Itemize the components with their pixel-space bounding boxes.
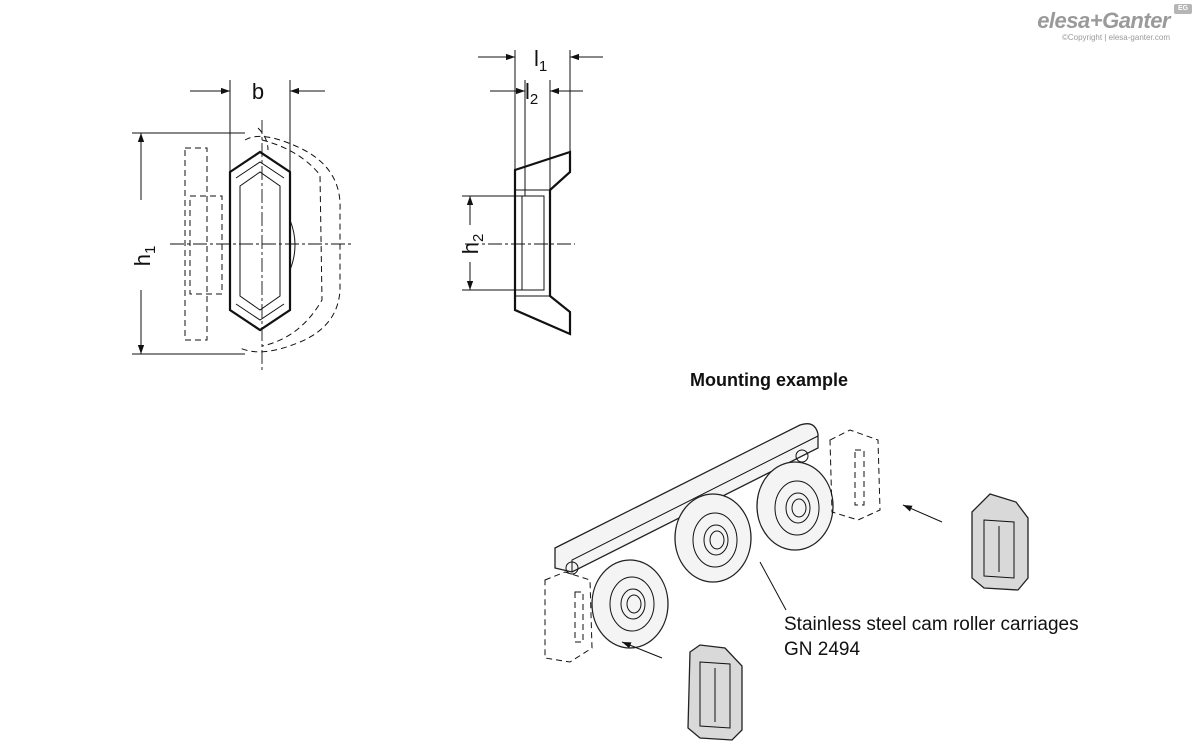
end-piece-dashed-right [829,429,881,521]
end-piece-upper [971,493,1029,591]
insert-arrow-left [621,641,663,659]
caption-line-1: Stainless steel cam roller carriages [784,614,1079,635]
mounting-example-title: Mounting example [690,370,848,390]
brand-badge: EG [1174,4,1192,14]
front-view: b h1 [130,79,352,370]
insert-arrow-right [902,504,943,523]
side-view: l1 l2 h2 [458,46,603,336]
dimension-h1: h1 [130,246,159,267]
dimension-b: b [252,79,264,104]
brand-name: elesa+Ganter [1037,8,1170,33]
caption-line-2: GN 2494 [784,639,860,660]
roller-1 [591,559,669,649]
dimension-l2: l2 [525,79,538,108]
end-piece-dashed-left [544,571,593,663]
end-piece-lower [687,644,743,741]
brand-logo: elesa+Ganter ©Copyright | elesa-ganter.c… [1037,4,1192,42]
rail-outline-dashed [184,147,208,341]
rail-web-dashed [189,195,223,295]
end-piece-side [513,150,572,336]
dimension-h2: h2 [458,234,487,255]
brand-copyright: ©Copyright | elesa-ganter.com [1061,33,1170,42]
roller-inner-dashed [261,139,323,347]
roller-outline-dashed [239,135,341,353]
roller-2 [674,493,752,583]
roller-3 [756,461,834,551]
caption-leader-line [759,561,787,611]
end-piece-outline [228,150,292,332]
dimension-l1: l1 [534,46,547,75]
mounting-illustration [544,423,1029,741]
